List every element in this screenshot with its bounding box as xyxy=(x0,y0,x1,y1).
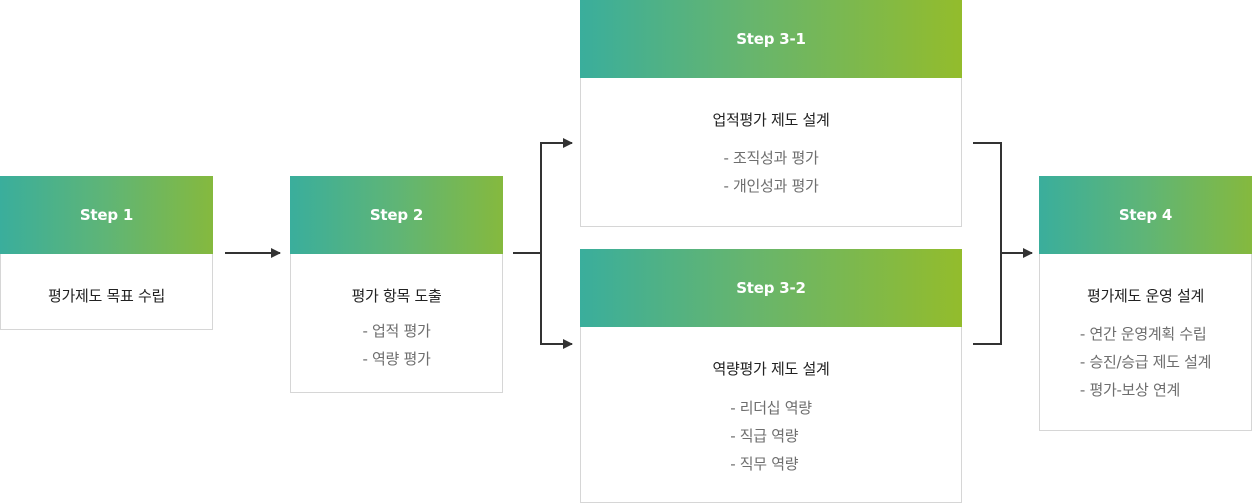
step3-2-label: Step 3-2 xyxy=(736,279,806,297)
step3-1-label: Step 3-1 xyxy=(736,30,806,48)
step3-1-card: Step 3-1 업적평가 제도 설계 - 조직성과 평가 - 개인성과 평가 xyxy=(580,0,962,227)
step1-title: 평가제도 목표 수립 xyxy=(48,287,165,305)
step2-header: Step 2 xyxy=(290,176,503,254)
list-item: - 승진/승급 제도 설계 xyxy=(1079,353,1212,371)
step3-1-title: 업적평가 제도 설계 xyxy=(712,111,830,129)
list-item: - 직급 역량 xyxy=(730,427,799,445)
step1-label: Step 1 xyxy=(79,206,134,224)
step1-header: Step 1 xyxy=(0,176,213,254)
step3-2-header: Step 3-2 xyxy=(580,249,962,327)
list-item: - 개인성과 평가 xyxy=(723,177,819,195)
step3-1-header: Step 3-1 xyxy=(580,0,962,78)
step2-card: Step 2 평가 항목 도출 - 업적 평가 - 역량 평가 xyxy=(290,176,503,393)
list-item: - 리더십 역량 xyxy=(730,399,812,417)
list-item: - 업적 평가 xyxy=(362,322,431,340)
list-item: - 직무 역량 xyxy=(730,455,799,473)
step4-title: 평가제도 운영 설계 xyxy=(1087,287,1204,305)
step2-title: 평가 항목 도출 xyxy=(351,287,442,305)
list-item: - 역량 평가 xyxy=(362,350,431,368)
step3-2-item-list: - 리더십 역량 - 직급 역량 - 직무 역량 xyxy=(581,394,961,478)
step1-card: Step 1 평가제도 목표 수립 xyxy=(0,176,213,330)
step3-2-title: 역량평가 제도 설계 xyxy=(712,360,830,378)
step4-label: Step 4 xyxy=(1118,206,1173,224)
list-item: - 평가-보상 연계 xyxy=(1079,381,1181,399)
step2-item-list: - 업적 평가 - 역량 평가 xyxy=(291,317,502,373)
step4-card: Step 4 평가제도 운영 설계 - 연간 운영계획 수립 - 승진/승급 제… xyxy=(1039,176,1252,431)
list-item: - 조직성과 평가 xyxy=(723,149,819,167)
list-item: - 연간 운영계획 수립 xyxy=(1079,325,1207,343)
step4-header: Step 4 xyxy=(1039,176,1252,254)
step4-item-list: - 연간 운영계획 수립 - 승진/승급 제도 설계 - 평가-보상 연계 xyxy=(1040,320,1251,404)
step3-2-card: Step 3-2 역량평가 제도 설계 - 리더십 역량 - 직급 역량 - 직… xyxy=(580,249,962,503)
step2-label: Step 2 xyxy=(369,206,424,224)
step3-1-item-list: - 조직성과 평가 - 개인성과 평가 xyxy=(581,144,961,200)
